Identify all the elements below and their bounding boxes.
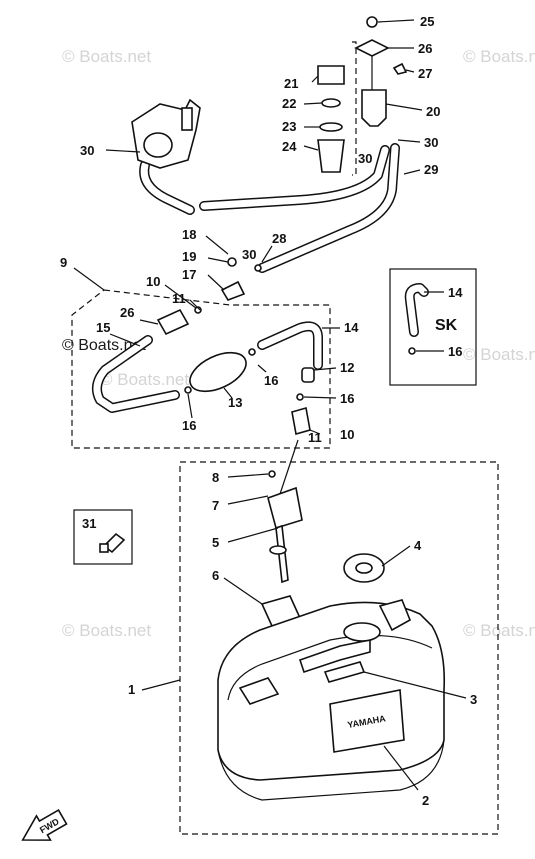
callout-10: 10 — [340, 427, 354, 442]
callout-30: 30 — [242, 247, 256, 262]
callout-13: 13 — [228, 395, 242, 410]
part-19-clip — [227, 257, 237, 267]
watermark: © Boats.net — [463, 47, 535, 66]
callout-2: 2 — [422, 793, 429, 808]
callout-6: 6 — [212, 568, 219, 583]
callout-16: 16 — [264, 373, 278, 388]
part-7-gauge-head — [267, 486, 303, 530]
watermark: © Boats.net — [463, 345, 535, 364]
callout-24: 24 — [282, 139, 297, 154]
part-8-screw — [268, 470, 276, 478]
callout-12: 12 — [340, 360, 354, 375]
callout-19: 19 — [182, 249, 196, 264]
callout-21: 21 — [284, 76, 298, 91]
watermarks: © Boats.net © Boats.net © Boats.net © Bo… — [62, 47, 535, 640]
watermark: © Boats.net — [463, 621, 535, 640]
part-16-clip — [184, 386, 192, 394]
part-21-cap — [317, 65, 345, 85]
part-17-connector — [220, 280, 246, 301]
filler-neck — [343, 622, 381, 642]
callout-28: 28 — [272, 231, 286, 246]
fuel-line-group-box — [71, 289, 331, 449]
callout-3: 3 — [470, 692, 477, 707]
part-26-joint — [156, 308, 190, 336]
callout-30: 30 — [358, 151, 372, 166]
part-2-brand-plate — [329, 689, 405, 753]
callout-30: 30 — [80, 143, 94, 158]
sk-inset-frame — [389, 268, 477, 386]
callout-20: 20 — [426, 104, 440, 119]
part-31-inset — [73, 509, 133, 565]
pickup-seat — [238, 677, 280, 705]
callout-7: 7 — [212, 498, 219, 513]
fuel-line-group — [91, 257, 323, 436]
callout-4: 4 — [414, 538, 422, 553]
callout-23: 23 — [282, 119, 296, 134]
part-27-nut — [392, 62, 408, 75]
fuel-tank: YAMAHA — [217, 439, 446, 801]
callout-1: 1 — [128, 682, 135, 697]
callout-26: 26 — [120, 305, 134, 320]
part-16-clip — [248, 348, 256, 356]
part-16-clip — [296, 393, 304, 401]
part-31-frame — [73, 509, 133, 565]
callout-14: 14 — [344, 320, 359, 335]
callout-17: 17 — [182, 267, 196, 282]
callout-11: 11 — [172, 291, 186, 306]
fuel-filter-assembly — [317, 16, 408, 173]
part-24-cup — [317, 139, 345, 173]
part-12-joint — [301, 367, 315, 383]
group-boxes — [71, 41, 499, 835]
carburetor — [131, 98, 201, 169]
fuel-tank-group-box — [179, 461, 499, 835]
callout-27: 27 — [418, 66, 432, 81]
inset-label: SK — [435, 317, 458, 334]
callout-11: 11 — [308, 430, 322, 445]
fitting-part — [102, 532, 126, 554]
callout-15: 15 — [96, 320, 110, 335]
callout-16: 16 — [448, 344, 462, 359]
part-23-oring — [319, 122, 343, 132]
primer-bulb — [189, 351, 247, 393]
callout-14: 14 — [448, 285, 463, 300]
sk-inset: SK — [389, 268, 477, 386]
part-25-screw — [366, 16, 378, 28]
filter-assembly-bracket — [352, 41, 357, 176]
callout-16: 16 — [340, 391, 354, 406]
callout-30: 30 — [424, 135, 438, 150]
callout-8: 8 — [212, 470, 219, 485]
forward-arrow-icon — [21, 808, 68, 841]
fwd-arrow: FWD — [21, 808, 68, 841]
callout-16: 16 — [182, 418, 196, 433]
callout-18: 18 — [182, 227, 196, 242]
tank-handle — [298, 639, 371, 674]
part-22-element — [321, 98, 341, 108]
watermark: © Boats.net — [62, 621, 151, 640]
callout-25: 25 — [420, 14, 434, 29]
callout-labels: 25 26 27 21 22 20 23 24 30 30 30 29 18 2… — [60, 14, 477, 808]
part-26-bracket — [354, 39, 390, 57]
engine-hoses — [139, 143, 400, 273]
part-20-filter — [361, 89, 387, 127]
part-30-clip — [254, 264, 262, 272]
leader-lines — [73, 19, 467, 791]
watermark: © Boats.net — [100, 370, 189, 389]
callout-10: 10 — [146, 274, 160, 289]
watermark: © Boats.net — [62, 47, 151, 66]
callout-5: 5 — [212, 535, 219, 550]
callout-26: 26 — [418, 41, 432, 56]
sk-clip — [408, 347, 416, 355]
callout-31: 31 — [82, 516, 96, 531]
callout-9: 9 — [60, 255, 67, 270]
tank-vent — [378, 599, 412, 632]
callout-29: 29 — [424, 162, 438, 177]
callout-22: 22 — [282, 96, 296, 111]
